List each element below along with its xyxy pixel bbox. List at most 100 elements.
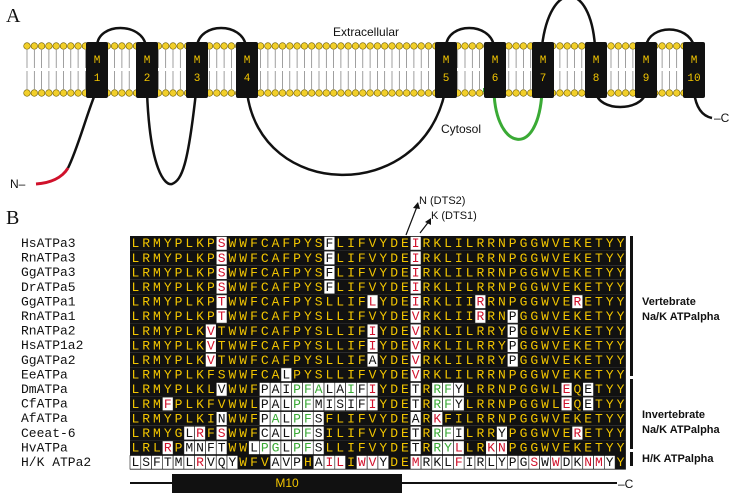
residue: V bbox=[552, 441, 560, 456]
residue: Y bbox=[606, 353, 614, 368]
residue: F bbox=[207, 426, 215, 441]
lipid-head bbox=[556, 89, 564, 97]
residue: W bbox=[229, 280, 237, 295]
residue-box bbox=[409, 323, 422, 339]
residue: R bbox=[423, 309, 431, 324]
residue: G bbox=[530, 236, 538, 251]
residue-box bbox=[377, 455, 390, 470]
lipid-head bbox=[505, 42, 513, 50]
residue: M bbox=[153, 265, 161, 280]
residue: I bbox=[466, 295, 474, 310]
residue: K bbox=[196, 411, 204, 426]
residue: I bbox=[369, 324, 377, 339]
residue: N bbox=[196, 441, 204, 456]
residue: F bbox=[326, 236, 334, 251]
residue-box bbox=[312, 425, 325, 441]
residue: L bbox=[185, 309, 193, 324]
residue: R bbox=[423, 411, 431, 426]
residue: Q bbox=[573, 382, 581, 397]
residue: R bbox=[433, 397, 441, 412]
residue: K bbox=[433, 353, 441, 368]
residue: P bbox=[175, 280, 183, 295]
residue: Y bbox=[379, 426, 387, 441]
sequence-names: HsATPa3RnATPa3GgATPa3DrATPa5GgATPa1RnATP… bbox=[21, 236, 91, 470]
residue: S bbox=[315, 295, 323, 310]
residue: L bbox=[153, 441, 161, 456]
residue: L bbox=[336, 441, 344, 456]
residue: L bbox=[131, 353, 139, 368]
residue: W bbox=[229, 324, 237, 339]
residue: R bbox=[142, 368, 150, 383]
residue: I bbox=[455, 353, 463, 368]
lipid-head bbox=[220, 89, 228, 97]
residue: W bbox=[229, 251, 237, 266]
residue: L bbox=[552, 382, 560, 397]
residue: F bbox=[282, 265, 290, 280]
residue: E bbox=[401, 251, 409, 266]
lipid-head bbox=[578, 42, 586, 50]
residue: G bbox=[520, 251, 528, 266]
residue: M bbox=[153, 353, 161, 368]
residue: R bbox=[487, 426, 495, 441]
sequence-name: DmATPa bbox=[21, 382, 68, 397]
lipid-head bbox=[461, 42, 469, 50]
residue: D bbox=[390, 397, 398, 412]
residue: F bbox=[250, 236, 258, 251]
residue: T bbox=[218, 309, 226, 324]
sequence-name: HvATPa bbox=[21, 440, 68, 455]
lipid-head bbox=[395, 89, 403, 97]
residue: A bbox=[272, 251, 280, 266]
residue: D bbox=[390, 309, 398, 324]
sequence-name: RnATPa2 bbox=[21, 324, 76, 339]
residue: V bbox=[552, 251, 560, 266]
residue: I bbox=[326, 426, 334, 441]
residue: W bbox=[541, 324, 549, 339]
lipid-head bbox=[118, 89, 126, 97]
n-terminus-label: N– bbox=[10, 177, 26, 191]
residue: R bbox=[476, 265, 484, 280]
lipid-head bbox=[67, 89, 75, 97]
residue: A bbox=[272, 353, 280, 368]
loop-m6-m7 bbox=[492, 91, 544, 141]
residue: I bbox=[455, 411, 463, 426]
residue: L bbox=[326, 295, 334, 310]
residue: E bbox=[563, 426, 571, 441]
residue: W bbox=[239, 251, 247, 266]
residue: F bbox=[304, 397, 312, 412]
residue: K bbox=[196, 280, 204, 295]
residue: I bbox=[347, 397, 355, 412]
residue: F bbox=[326, 251, 334, 266]
residue: Y bbox=[617, 382, 625, 397]
residue: L bbox=[336, 324, 344, 339]
residue: C bbox=[261, 368, 269, 383]
lipid-head bbox=[293, 89, 301, 97]
residue: E bbox=[401, 426, 409, 441]
residue: E bbox=[563, 280, 571, 295]
sequence-name: GgATPa1 bbox=[21, 294, 76, 309]
residue: L bbox=[185, 295, 193, 310]
residue: Y bbox=[498, 353, 506, 368]
residue: T bbox=[218, 295, 226, 310]
residue: Y bbox=[606, 397, 614, 412]
residue: V bbox=[552, 236, 560, 251]
residue: S bbox=[218, 265, 226, 280]
residue: W bbox=[239, 411, 247, 426]
residue: D bbox=[390, 324, 398, 339]
residue: I bbox=[347, 455, 355, 470]
residue: F bbox=[250, 338, 258, 353]
residue: Y bbox=[606, 382, 614, 397]
residue: E bbox=[584, 397, 592, 412]
residue: F bbox=[282, 280, 290, 295]
residue: L bbox=[455, 441, 463, 456]
residue: P bbox=[207, 295, 215, 310]
residue: I bbox=[466, 309, 474, 324]
residue: R bbox=[476, 251, 484, 266]
residue-box bbox=[560, 396, 573, 412]
residue: T bbox=[412, 441, 420, 456]
residue: R bbox=[487, 295, 495, 310]
residue-box bbox=[604, 455, 616, 470]
